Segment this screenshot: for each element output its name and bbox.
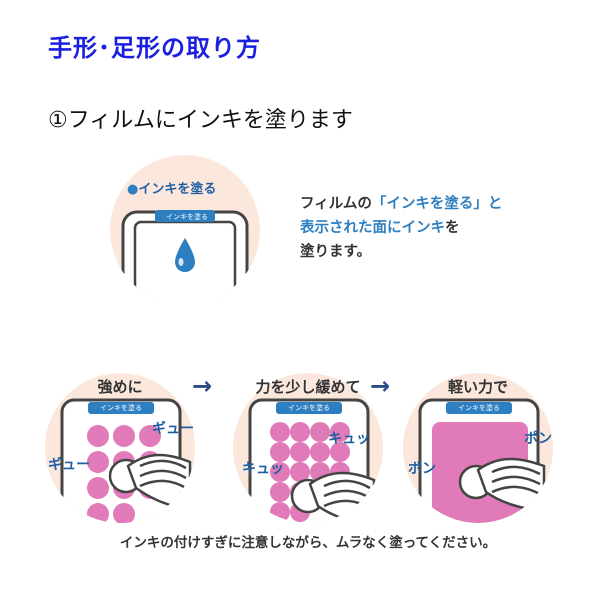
sound-effect: キュッ bbox=[328, 431, 370, 447]
desc-line1-suffix: と bbox=[487, 196, 503, 212]
desc-line3: 塗ります。 bbox=[300, 244, 372, 260]
sound-effect: ギュー bbox=[48, 457, 90, 473]
page-title: 手形･足形の取り方 bbox=[48, 34, 261, 62]
film-tab-label: インキを塗る bbox=[100, 404, 142, 412]
arrow-right-icon: → bbox=[192, 372, 213, 400]
ink-drop-icon: ● bbox=[127, 182, 139, 197]
pressure-steps: 強めに インキを塗る ギュー ギュー → bbox=[40, 358, 580, 523]
step-panel-strong: 強めに インキを塗る ギュー ギュー bbox=[40, 358, 200, 523]
film-tab-label: インキを塗る bbox=[458, 404, 500, 412]
step-label: 力を少し緩めて bbox=[255, 378, 361, 396]
desc-line1-prefix: フィルムの bbox=[300, 196, 372, 212]
step-label: 強めに bbox=[97, 378, 143, 396]
step-heading: ①フィルムにインキを塗ります bbox=[48, 108, 353, 133]
desc-line2-suffix: を bbox=[445, 220, 460, 236]
sound-effect: ポン bbox=[408, 461, 436, 477]
caution-note: インキの付けすぎに注意しながら、ムラなく塗ってください。 bbox=[119, 535, 497, 551]
desc-line2-highlight: 表示された面にインキ bbox=[300, 220, 445, 236]
instruction-text: フィルムの「インキを塗る」と 表示された面にインキを 塗ります。 bbox=[300, 192, 502, 264]
film-tab-label: インキを塗る bbox=[166, 213, 208, 221]
step-label: 軽い力で bbox=[447, 378, 508, 396]
ink-badge: ●インキを塗る bbox=[127, 178, 216, 197]
sound-effect: キュッ bbox=[242, 461, 284, 477]
ink-badge-label: インキを塗る bbox=[138, 182, 217, 197]
film-tab-label: インキを塗る bbox=[288, 404, 330, 412]
sound-effect: ギュー bbox=[152, 421, 194, 437]
desc-line1-highlight: 「インキを塗る」 bbox=[371, 196, 488, 212]
film-illustration: ●インキを塗る インキを塗る bbox=[105, 150, 265, 305]
step-panel-medium: 力を少し緩めて インキを塗る キュッ キュッ bbox=[228, 358, 388, 523]
arrow-right-icon: → bbox=[370, 372, 391, 400]
sound-effect: ポン bbox=[524, 431, 552, 447]
step-panel-light: 軽い力で インキを塗る ポン ポン bbox=[398, 358, 558, 523]
